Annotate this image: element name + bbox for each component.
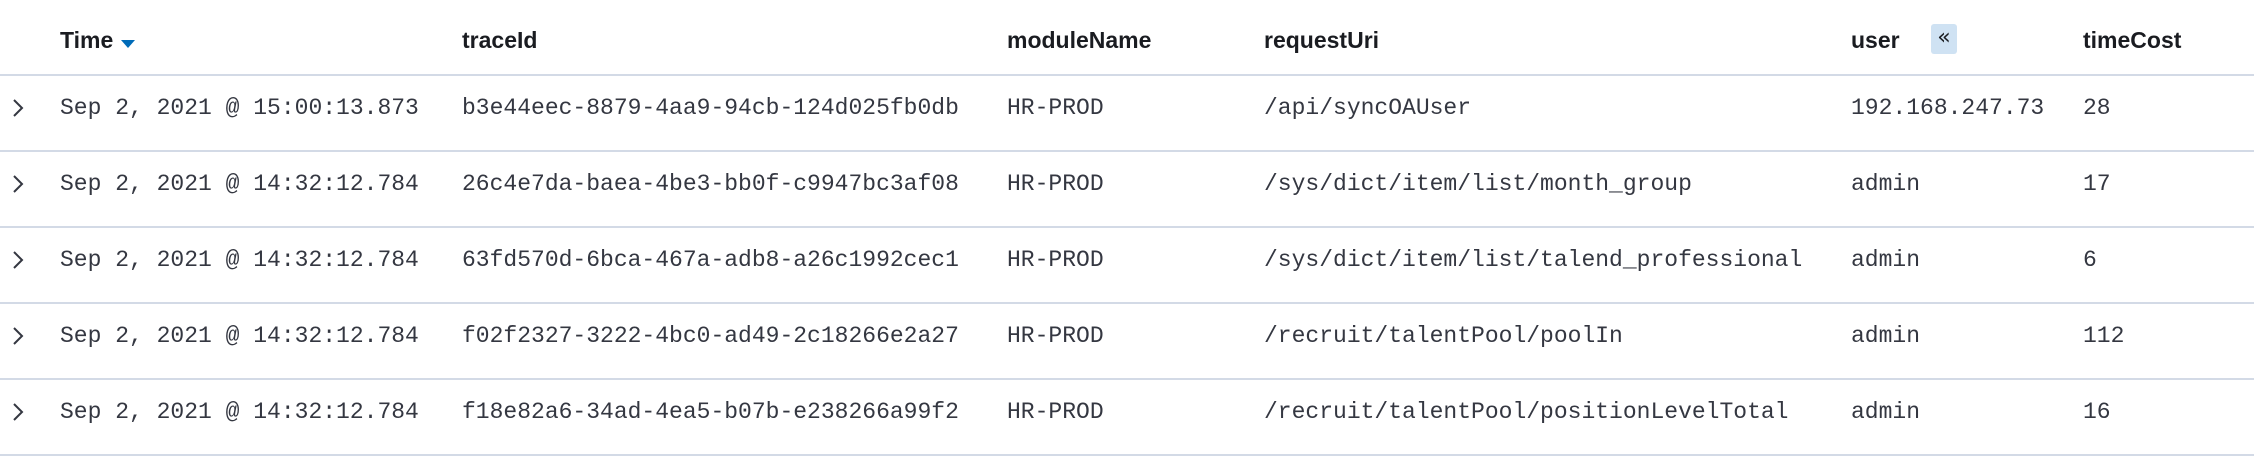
column-header-label: timeCost — [2083, 27, 2182, 53]
table-row: Sep 2, 2021 @ 14:32:12.784 f18e82a6-34ad… — [0, 380, 2254, 456]
chevron-right-icon — [13, 251, 24, 269]
cell-time: Sep 2, 2021 @ 14:32:12.784 — [60, 171, 419, 197]
cell-trace-id: f02f2327-3222-4bc0-ad49-2c18266e2a27 — [462, 323, 959, 349]
column-header-module-name[interactable]: moduleName — [1007, 0, 1151, 74]
cell-user: admin — [1851, 247, 1921, 273]
cell-module-name: HR-PROD — [1007, 95, 1104, 121]
chevron-right-icon — [13, 99, 24, 117]
cell-time-cost: 6 — [2083, 247, 2097, 273]
cell-request-uri: /recruit/talentPool/positionLevelTotal — [1264, 399, 1789, 425]
cell-module-name: HR-PROD — [1007, 247, 1104, 273]
sort-down-icon[interactable] — [121, 39, 136, 48]
column-header-label: requestUri — [1264, 27, 1380, 53]
cell-time-cost: 28 — [2083, 95, 2111, 121]
cell-user: 192.168.247.73 — [1851, 95, 2045, 121]
collapse-column-button[interactable]: « — [1931, 24, 1957, 54]
chevron-right-icon — [13, 175, 24, 193]
cell-request-uri: /sys/dict/item/list/month_group — [1264, 171, 1692, 197]
column-header-label: Time — [60, 27, 114, 53]
cell-time: Sep 2, 2021 @ 14:32:12.784 — [60, 323, 419, 349]
cell-user: admin — [1851, 399, 1921, 425]
column-header-time-cost[interactable]: timeCost — [2083, 0, 2181, 74]
cell-time: Sep 2, 2021 @ 14:32:12.784 — [60, 247, 419, 273]
expand-row-button[interactable] — [8, 400, 32, 428]
cell-user: admin — [1851, 323, 1921, 349]
table-row: Sep 2, 2021 @ 14:32:12.784 63fd570d-6bca… — [0, 228, 2254, 304]
column-header-label: moduleName — [1007, 27, 1152, 53]
column-header-user[interactable]: user — [1851, 0, 1900, 74]
double-chevron-left-icon: « — [1937, 25, 1951, 50]
cell-trace-id: 63fd570d-6bca-467a-adb8-a26c1992cec1 — [462, 247, 959, 273]
chevron-right-icon — [13, 403, 24, 421]
cell-time: Sep 2, 2021 @ 14:32:12.784 — [60, 399, 419, 425]
cell-module-name: HR-PROD — [1007, 171, 1104, 197]
cell-time: Sep 2, 2021 @ 15:00:13.873 — [60, 95, 419, 121]
table-header: Time traceId moduleName requestUri user … — [0, 0, 2254, 76]
column-header-label: user — [1851, 27, 1900, 53]
cell-trace-id: f18e82a6-34ad-4ea5-b07b-e238266a99f2 — [462, 399, 959, 425]
expand-row-button[interactable] — [8, 172, 32, 200]
table-row: Sep 2, 2021 @ 14:32:12.784 26c4e7da-baea… — [0, 152, 2254, 228]
cell-request-uri: /recruit/talentPool/poolIn — [1264, 323, 1623, 349]
expand-row-button[interactable] — [8, 324, 32, 352]
column-header-time[interactable]: Time — [60, 0, 136, 74]
expand-row-button[interactable] — [8, 248, 32, 276]
cell-user: admin — [1851, 171, 1921, 197]
cell-request-uri: /sys/dict/item/list/talend_professional — [1264, 247, 1803, 273]
cell-module-name: HR-PROD — [1007, 399, 1104, 425]
cell-module-name: HR-PROD — [1007, 323, 1104, 349]
cell-time-cost: 112 — [2083, 323, 2125, 349]
table-row: Sep 2, 2021 @ 14:32:12.784 f02f2327-3222… — [0, 304, 2254, 380]
column-header-request-uri[interactable]: requestUri — [1264, 0, 1379, 74]
cell-trace-id: 26c4e7da-baea-4be3-bb0f-c9947bc3af08 — [462, 171, 959, 197]
cell-request-uri: /api/syncOAUser — [1264, 95, 1472, 121]
cell-trace-id: b3e44eec-8879-4aa9-94cb-124d025fb0db — [462, 95, 959, 121]
cell-time-cost: 17 — [2083, 171, 2111, 197]
expand-row-button[interactable] — [8, 96, 32, 124]
column-header-label: traceId — [462, 27, 538, 53]
chevron-right-icon — [13, 327, 24, 345]
table-row: Sep 2, 2021 @ 15:00:13.873 b3e44eec-8879… — [0, 76, 2254, 152]
column-header-trace-id[interactable]: traceId — [462, 0, 537, 74]
cell-time-cost: 16 — [2083, 399, 2111, 425]
